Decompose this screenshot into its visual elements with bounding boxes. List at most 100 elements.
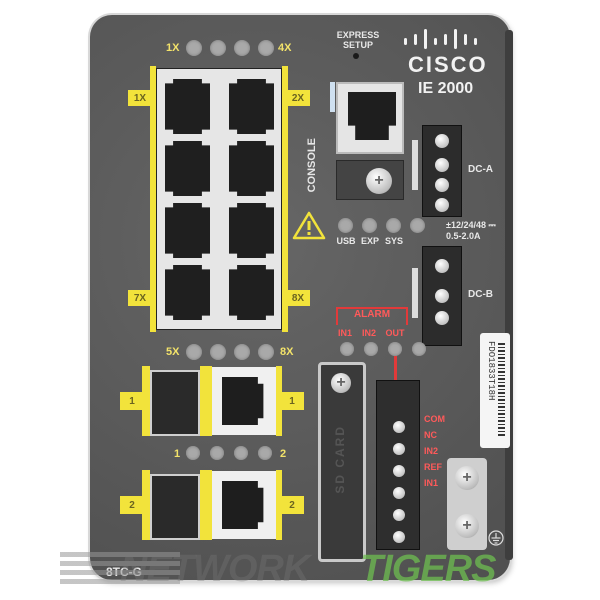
rj45-port-1[interactable] — [165, 79, 210, 134]
usb-status-led — [338, 218, 353, 233]
ground-screw-bottom-icon — [455, 514, 479, 538]
dc-b-screw-1 — [435, 259, 449, 273]
alarm-bracket: ALARM — [336, 307, 408, 325]
sd-card-slot[interactable]: SD CARD — [318, 362, 366, 562]
usb-cover-screw-icon — [366, 168, 392, 194]
alarm-pin-3 — [393, 465, 405, 477]
ground-plate — [447, 458, 487, 550]
dc-a-label: DC-A — [468, 164, 493, 175]
rj45-port-4[interactable] — [229, 141, 274, 196]
uplink-led-1 — [186, 446, 200, 460]
rj45-port-block — [156, 68, 282, 330]
uplink-led-3 — [234, 446, 248, 460]
port-led-7 — [234, 344, 250, 360]
rj45-port-5[interactable] — [165, 203, 210, 258]
uplink-rj45-frame-2 — [212, 471, 276, 539]
led-label-5x: 5X — [166, 346, 180, 358]
din-rail-edge — [505, 30, 513, 560]
sfp-port-2[interactable] — [150, 474, 200, 540]
serial-number-sticker: FDO1833T18H — [480, 333, 510, 448]
uplink-rj45-port-2[interactable] — [222, 481, 264, 529]
alarm-out-label: OUT — [385, 328, 405, 338]
port-tag-2x: 2X — [286, 90, 310, 106]
led-label-8x: 8X — [280, 346, 294, 358]
sfp-tag-2: 2 — [120, 496, 144, 514]
dc-a-guard — [412, 140, 418, 190]
dc-b-screw-2 — [435, 289, 449, 303]
sys-status-led — [386, 218, 401, 233]
rj45-port-2[interactable] — [229, 79, 274, 134]
power-b-led — [412, 342, 426, 356]
ground-symbol-icon — [488, 530, 504, 546]
port-tag-7x: 7X — [128, 290, 152, 306]
express-setup-button[interactable] — [353, 53, 359, 59]
rj45-port-3[interactable] — [165, 141, 210, 196]
alarm-in1-label: IN1 — [337, 328, 352, 338]
sfp-port-1[interactable] — [150, 370, 200, 436]
sfp2-bracket-right — [200, 470, 212, 540]
alarm-pin-label-in2: IN2 — [424, 446, 439, 456]
rj45-port-6[interactable] — [229, 203, 274, 258]
uplink-led-4 — [258, 446, 272, 460]
port-led-5 — [186, 344, 202, 360]
alarm-out-led — [388, 342, 402, 356]
console-frame — [336, 82, 404, 154]
port-led-8 — [258, 344, 274, 360]
rj-tag-1: 1 — [280, 392, 304, 410]
dc-b-guard — [412, 268, 418, 318]
exp-status-led — [362, 218, 377, 233]
uplink-rj45-frame-1 — [212, 367, 276, 435]
power-rating-2: 0.5-2.0A — [446, 231, 481, 241]
warning-triangle-icon — [292, 211, 326, 240]
model-family: IE 2000 — [418, 80, 474, 97]
dc-a-screw-3 — [435, 178, 449, 192]
uplink-led-label-1: 1 — [174, 448, 181, 460]
sd-cover-screw-icon — [331, 373, 351, 393]
sys-led-label: SYS — [384, 236, 403, 246]
uplink-led-2 — [210, 446, 224, 460]
port-led-6 — [210, 344, 226, 360]
dc-a-screw-4 — [435, 198, 449, 212]
sfp2-bracket — [142, 470, 150, 540]
console-indicator-strip — [330, 82, 335, 112]
port-tag-1x: 1X — [128, 90, 152, 106]
express-setup-label: EXPRESS SETUP — [330, 30, 386, 50]
port-tag-8x: 8X — [286, 290, 310, 306]
dc-a-terminal-block[interactable] — [422, 125, 462, 217]
sd-card-label: SD CARD — [333, 425, 347, 494]
console-port[interactable] — [348, 92, 396, 140]
power-status-led — [410, 218, 425, 233]
alarm-pin-label-ref: REF — [424, 462, 442, 472]
rj2-bracket — [276, 470, 282, 540]
alarm-pin-label-in1: IN1 — [424, 478, 439, 488]
alarm-title: ALARM — [353, 309, 391, 320]
uplink-rj45-port-1[interactable] — [222, 377, 264, 425]
express-label-line1: EXPRESS — [336, 30, 380, 40]
alarm-in1-led — [340, 342, 354, 356]
ground-screw-top-icon — [455, 466, 479, 490]
express-label-line2: SETUP — [342, 40, 373, 50]
alarm-pin-label-nc: NC — [424, 430, 437, 440]
dc-b-terminal-block[interactable] — [422, 246, 462, 346]
rj45-port-8[interactable] — [229, 265, 274, 320]
rj-tag-2: 2 — [280, 496, 304, 514]
alarm-pin-2 — [393, 443, 405, 455]
port-led-1 — [186, 40, 202, 56]
dc-a-screw-1 — [435, 134, 449, 148]
port-led-4 — [258, 40, 274, 56]
alarm-in2-led — [364, 342, 378, 356]
dc-b-label: DC-B — [468, 289, 493, 300]
serial-number: FDO1833T18H — [486, 341, 496, 401]
port-led-2 — [210, 40, 226, 56]
uplink-led-label-2: 2 — [280, 448, 287, 460]
alarm-terminal-connector[interactable] — [376, 380, 420, 550]
led-label-1x: 1X — [166, 42, 180, 54]
alarm-pin-label-com: COM — [424, 414, 445, 424]
rj1-bracket — [276, 366, 282, 436]
sfp-tag-1: 1 — [120, 392, 144, 410]
led-label-4x: 4X — [278, 42, 292, 54]
cisco-logo-icon — [404, 29, 477, 49]
dc-a-screw-2 — [435, 158, 449, 172]
rj45-port-7[interactable] — [165, 265, 210, 320]
port-block-bracket-right — [282, 66, 288, 332]
